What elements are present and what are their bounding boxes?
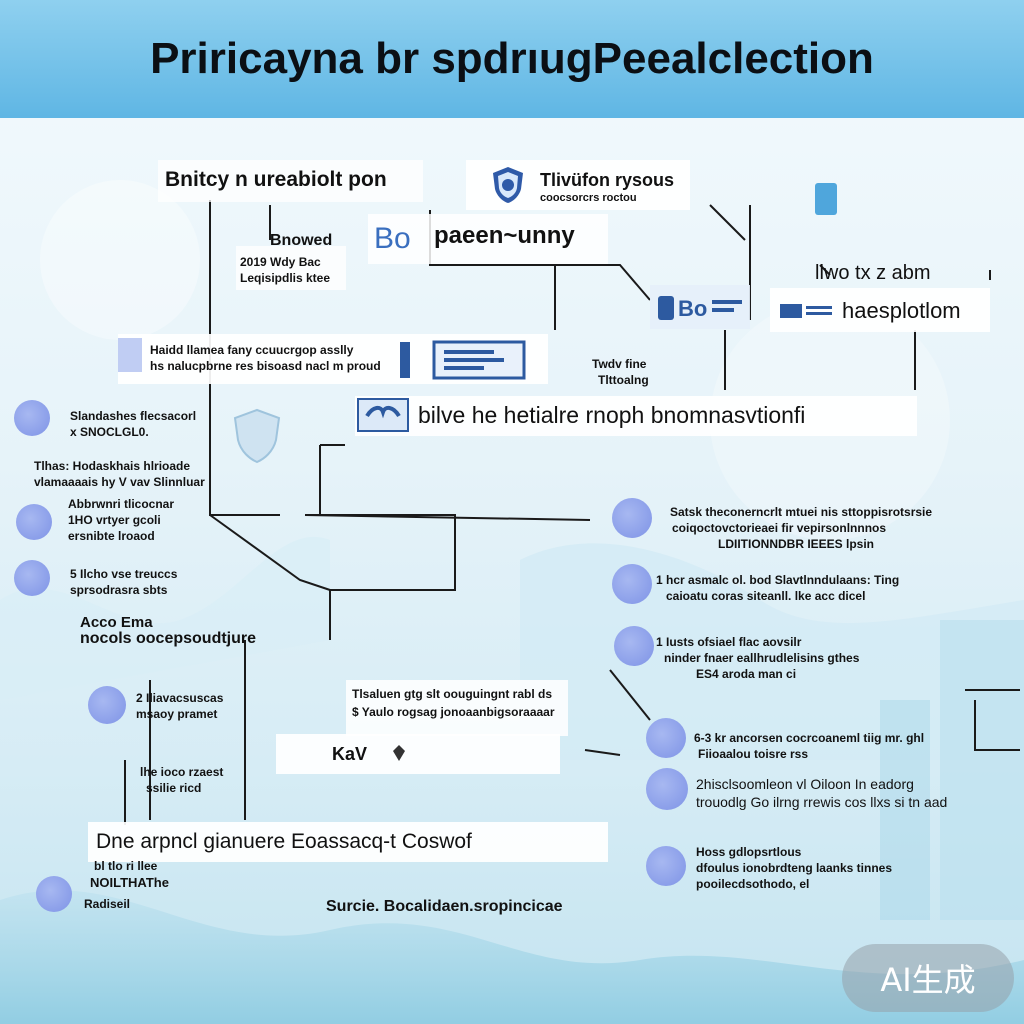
left-large-box [88,822,608,862]
right-item-5-l2: trouodlg Go ilrng rrewis cos llxs si tn … [696,794,948,810]
user-bubble-icon [612,564,652,604]
right-item-1-l1: Satsk theconerncrlt mtuei nis sttoppisro… [670,505,933,519]
user-bubble-icon [646,718,686,758]
left-bullet-a2: msaoy pramet [136,707,218,721]
left-lower-sub: nocols oocepsoudtjure [80,630,257,647]
center-key: KaV [332,744,368,764]
row3-wide-line1: Haidd llamea fany ccuucrgop asslly [150,343,354,357]
center-key-box [276,734,560,774]
header-item-2-title: Tlivüfon rysous [540,170,675,190]
left-small-c: Radiseil [84,897,131,911]
user-bubble-icon [14,400,50,436]
user-bubble-icon [16,504,52,540]
right-item-6-l3: pooilecdsothodo, el [696,877,810,891]
page-title: Priricayna br spdrıugPeealclection [150,34,874,83]
mid-banner-box [355,396,917,436]
user-bubble-icon [36,876,72,912]
user-bubble-icon [612,498,652,538]
mid-banner-text: bilve he hetialre rnoph bnomnasvtionfi [418,402,806,428]
left-item-4-l1: 5 Ilcho vse treuccs [70,567,178,581]
left-item-1-l1: Slandashes flecsacorl [70,409,197,423]
user-bubble-icon [88,686,126,724]
center-lower-box [346,680,568,736]
left-bullet-b1: lhe ioco rzaest [140,765,224,779]
row2-center: paeen~unny [434,222,575,249]
left-large-line: Dne arpncl gianuere Eoassacq‑t Coswof [96,830,472,853]
row2-left-b: 2019 Wdy Bac [240,255,321,269]
right-item-3-l2: ninder fnaer eallhrudlelisins gthes [664,651,860,665]
panel-icon [778,298,836,324]
header-box-1 [158,160,423,202]
center-lower-line1: Tlsaluen gtg slt oouguingnt rabl ds [352,687,552,701]
left-bullet-b2: ssilie ricd [146,781,202,795]
header-item-1: Bnitcy n ureabiolt pon [165,168,387,191]
center-footer: Surcie. Bocalidaen.sropincicae [326,898,563,915]
right-item-1-l2: coiqoctovctorieaei fir vepirsonlnnnos [672,521,887,535]
document-icon [400,340,530,380]
left-small-a: bl tlo ri llee [94,859,158,873]
right-item-4-l1: 6-3 kr ancorsen cocrcoaneml tiig mr. ghl [694,731,925,745]
handshake-icon [357,398,409,432]
data-module-icon: Bo [372,220,428,256]
user-bubble-icon [614,626,654,666]
row2-right-box [770,288,990,332]
right-item-6-l2: dfoulus ionobrdteng laanks tinnes [696,861,893,875]
lock-panel-icon: Bo [656,290,746,324]
row3-mid-a: Twdv fine [592,357,647,371]
left-item-2-l1: Tlhas: Hodaskhais hlrioade [34,459,191,473]
user-bubble-icon [646,768,688,810]
row2-left-c: Leqisipdlis ktee [240,271,331,285]
row3-wide-line2: hs nalucpbrne res bisoasd nacl m proud [150,359,381,373]
left-lower-heading: Acco Ema [80,614,153,631]
user-bubble-icon [646,846,686,886]
row2-left-a: Bnowed [270,232,333,249]
center-lower-line2: $ Yaulo rogsag jonoaanbigsoraaaar [352,705,555,719]
right-item-3-l1: 1 Iusts ofsiael flac aovsilr [656,635,802,649]
left-item-3-l1: Abbrwnri tlicocnar [68,497,175,511]
row2-center-box [368,214,608,264]
right-item-3-l3: ES4 aroda man ci [696,667,797,681]
user-bubble-icon [14,560,50,596]
left-bullet-a1: 2 Iliavacsuscas [136,691,224,705]
right-item-1-l3: LDIITIONNDBR IEEES lpsin [718,537,875,551]
row2-right-small: llwo tx z abm [815,262,931,284]
header-item-2-sub: coocsorcrs roctou [540,192,637,204]
title-banner [0,0,1024,118]
svg-text:Bo: Bo [678,296,707,321]
left-item-3-l2: 1HO vrtyer gcoli [68,513,161,527]
shield-outline-icon [232,408,282,464]
right-item-4-l2: Fiioaalou toisre rss [698,747,809,761]
left-item-1-l2: x SNOCLGL0. [70,425,149,439]
ai-generated-badge: AI生成 [842,944,1014,1012]
database-icon [815,183,837,215]
right-item-5-l1: 2hisclsoomleon vl Oiloon In eadorg [696,776,914,792]
left-item-3-l3: ersnibte lroaod [68,529,155,543]
pin-icon [392,744,406,762]
row3-box-icon [118,338,142,372]
row2-right-box-label: haesplotlom [842,298,961,323]
right-item-2-l2: caioatu coras siteanll. lke acc dicel [666,589,866,603]
shield-icon [490,165,526,205]
right-item-6-l1: Hoss gdlopsrtlous [696,845,802,859]
row3-mid-b: Tlttoalng [598,373,649,387]
left-item-2-l2: vlamaaaais hy V vav Slinnluar [34,475,205,489]
left-small-b: NOILTHAThe [90,875,169,890]
row2-left-box [236,246,346,290]
right-item-2-l1: 1 hcr asmalc ol. bod Slavtlnndulaans: Ti… [656,573,900,587]
svg-text:Bo: Bo [374,222,411,255]
left-item-4-l2: sprsodrasra sbts [70,583,168,597]
